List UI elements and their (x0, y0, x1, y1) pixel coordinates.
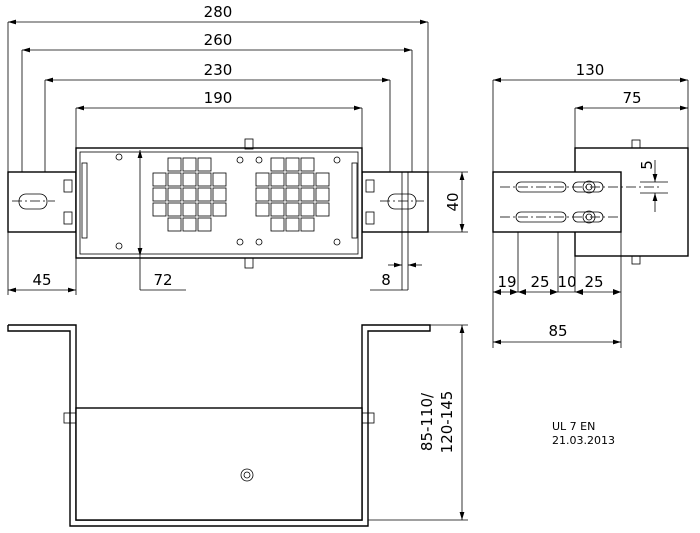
grille-slot (212, 187, 227, 202)
grille-slot (167, 187, 182, 202)
grille-slot (152, 202, 167, 217)
dim-25a: 25 (530, 273, 549, 291)
dim-height-line1: 85-110/ (418, 392, 436, 451)
grille-slot (197, 187, 212, 202)
fan-grille-left (152, 157, 227, 232)
fan-grille-right (255, 157, 330, 232)
grille-slot (270, 157, 285, 172)
grille-slot (167, 202, 182, 217)
grille-slot (285, 217, 300, 232)
grille-slot (255, 172, 270, 187)
dim-height-line2: 120-145 (438, 391, 456, 454)
grille-slot (285, 157, 300, 172)
drawing-code: UL 7 EN (552, 420, 595, 433)
grille-slot (197, 172, 212, 187)
grille-slot (270, 202, 285, 217)
grille-slot (182, 217, 197, 232)
grille-slot (300, 157, 315, 172)
dim-130: 130 (576, 61, 605, 79)
dim-19: 19 (497, 273, 516, 291)
grille-slot (152, 187, 167, 202)
grille-slot (270, 217, 285, 232)
grille-slot (315, 172, 330, 187)
grille-slot (270, 172, 285, 187)
grille-slot (152, 172, 167, 187)
dim-25b: 25 (584, 273, 603, 291)
front-view: 85-110/ 120-145 (7, 324, 468, 527)
grille-slot (182, 157, 197, 172)
grille-slot (285, 172, 300, 187)
dim-8: 8 (381, 271, 391, 289)
grille-slot (212, 202, 227, 217)
dim-260: 260 (204, 31, 233, 49)
dim-5: 5 (638, 160, 656, 170)
grille-slot (182, 202, 197, 217)
top-view: 280 260 230 190 (7, 3, 468, 295)
dim-280: 280 (204, 3, 233, 21)
drawing-date: 21.03.2013 (552, 434, 615, 447)
dim-75: 75 (622, 89, 641, 107)
side-view: 130 75 5 19 25 (492, 61, 689, 348)
grille-slot (285, 187, 300, 202)
grille-slot (285, 202, 300, 217)
grille-slot (182, 187, 197, 202)
grille-slot (197, 157, 212, 172)
dim-85: 85 (548, 322, 567, 340)
dim-10: 10 (557, 273, 576, 291)
grille-slot (300, 172, 315, 187)
grille-slot (255, 202, 270, 217)
grille-slot (182, 172, 197, 187)
dim-230: 230 (204, 61, 233, 79)
grille-slot (255, 187, 270, 202)
grille-slot (300, 217, 315, 232)
title-block: UL 7 EN 21.03.2013 (552, 420, 615, 447)
grille-slot (197, 202, 212, 217)
dim-190: 190 (204, 89, 233, 107)
dim-72: 72 (153, 271, 172, 289)
dim-40: 40 (444, 192, 462, 211)
grille-slot (212, 172, 227, 187)
grille-slot (167, 217, 182, 232)
grille-slot (167, 157, 182, 172)
grille-slot (300, 202, 315, 217)
grille-slot (300, 187, 315, 202)
grille-slot (315, 202, 330, 217)
grille-slot (167, 172, 182, 187)
grille-slot (270, 187, 285, 202)
grille-slot (315, 187, 330, 202)
dim-45: 45 (32, 271, 51, 289)
grille-slot (197, 217, 212, 232)
